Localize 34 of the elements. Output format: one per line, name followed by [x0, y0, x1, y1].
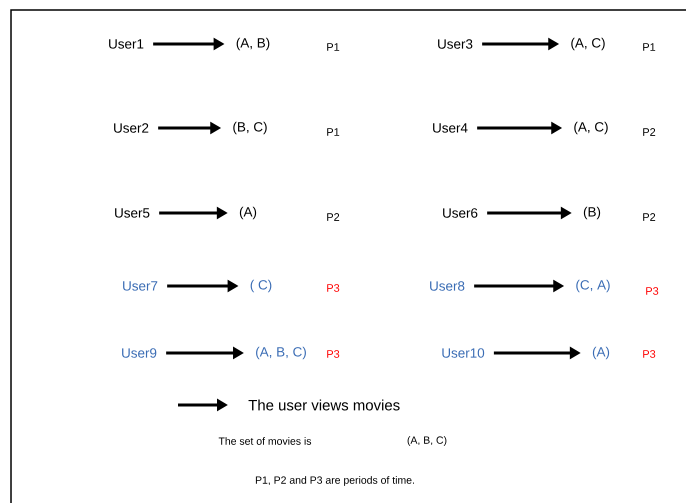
period-label: P2 [327, 213, 340, 221]
user-label: User6 [443, 208, 478, 218]
movie-set-label: (B) [584, 206, 600, 220]
movie-set-label: (A) [592, 346, 610, 360]
movie-set-label: ( C) [250, 280, 272, 292]
movie-set-label: (A, C) [571, 38, 605, 50]
movie-set-label: (A, C) [574, 122, 608, 134]
user-label: User8 [430, 281, 464, 291]
legend-text: The user views movies [248, 400, 400, 410]
period-label: P3 [327, 284, 340, 292]
user-label: User9 [122, 348, 156, 358]
period-label: P2 [643, 213, 656, 221]
note-text: The set of movies is [218, 437, 312, 445]
user-label: User3 [438, 39, 472, 49]
user-label: User10 [442, 348, 484, 358]
period-label: P3 [327, 350, 340, 358]
period-label: P3 [646, 287, 658, 295]
user-label: User1 [109, 39, 144, 49]
period-label: P1 [327, 128, 340, 136]
user-label: User4 [433, 123, 468, 133]
period-label: P3 [643, 350, 656, 358]
user-label: User2 [114, 123, 148, 133]
note-text: P1, P2 and P3 are periods of time. [256, 476, 414, 486]
period-label: P1 [327, 43, 340, 51]
movie-set-label: (A) [240, 206, 256, 220]
note-text: (A, B, C) [408, 436, 446, 446]
movie-set-label: (B, C) [233, 122, 267, 134]
movie-set-label: (A, B) [236, 38, 270, 50]
movie-set-label: (A, B, C) [256, 346, 306, 360]
period-label: P2 [643, 128, 656, 136]
period-label: P1 [643, 43, 656, 51]
user-label: User7 [123, 281, 158, 291]
movie-set-label: (C, A) [576, 280, 610, 292]
user-label: User5 [115, 208, 150, 218]
